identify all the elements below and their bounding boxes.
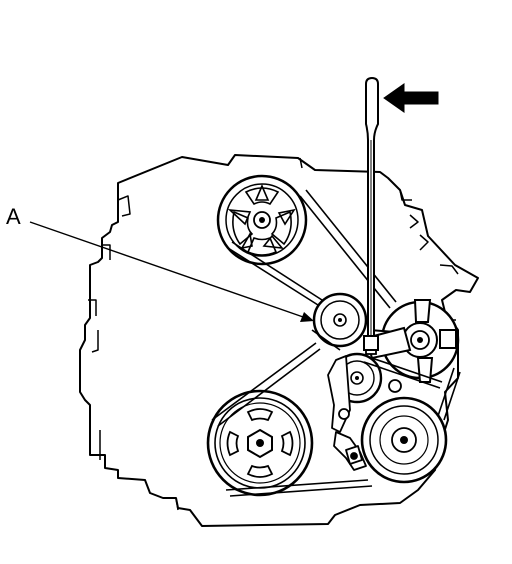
- wrench-tool: [363, 76, 379, 351]
- upper-pulley: [216, 174, 308, 266]
- callout-a-label: A: [6, 204, 21, 229]
- crankshaft-pulley: [206, 389, 314, 497]
- arrow-left-icon: [383, 83, 439, 113]
- tensioner-bracket: [327, 355, 367, 471]
- drive-belt: [211, 189, 461, 497]
- alternator-pulley: [360, 396, 448, 484]
- callout-a-leader: [29, 221, 314, 322]
- idler-pulley: [312, 292, 368, 348]
